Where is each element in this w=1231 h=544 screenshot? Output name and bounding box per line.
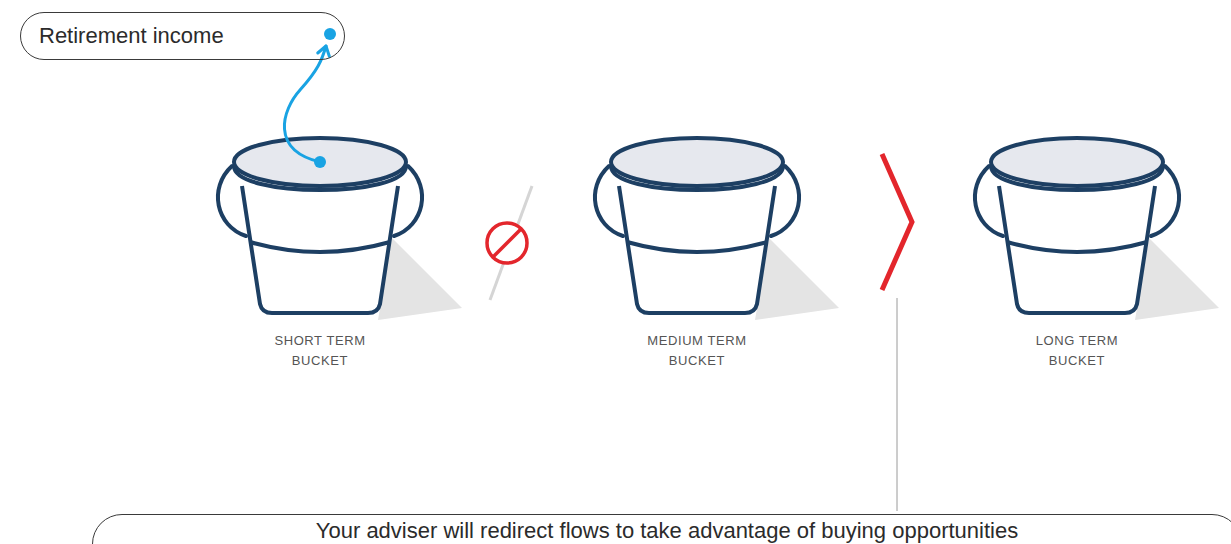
leader-line [897,298,898,511]
pill-text: Your adviser will redirect flows to take… [93,515,1231,544]
bucket-label: MEDIUM TERM BUCKET [641,331,753,371]
pill-text: Retirement income [21,13,224,58]
income-pill: Retirement income [20,12,345,60]
bucket-label: LONG TERM BUCKET [1021,331,1133,371]
flow-dot [324,28,336,40]
bucket-icon [975,138,1219,320]
bucket-label: SHORT TERM BUCKET [264,331,376,371]
bucket-icon [595,138,839,320]
bucket-icon [218,138,462,320]
prohibition-symbol [487,223,527,263]
flow-arrow [284,46,326,162]
chevron-symbol [882,154,912,290]
bucket-node: LONG TERM BUCKET [967,135,1187,375]
bucket-node: MEDIUM TERM BUCKET [587,135,807,375]
bucket-node: SHORT TERM BUCKET [210,135,430,375]
flow-dot [314,156,326,168]
note-pill: Your adviser will redirect flows to take… [92,514,1231,544]
